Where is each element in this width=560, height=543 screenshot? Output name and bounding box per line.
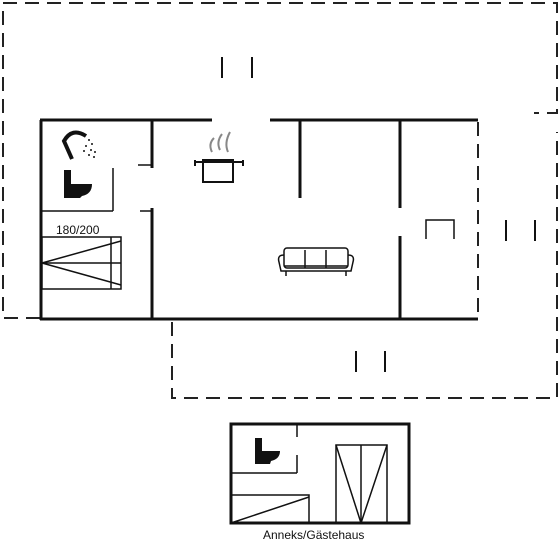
toilet-icon [64, 170, 92, 198]
table-icon [425, 219, 455, 239]
annex-bed-icon [230, 494, 310, 524]
annex-toilet-icon [255, 438, 280, 464]
annex-label: Anneks/Gästehaus [263, 528, 365, 542]
terrace-south-outline [171, 132, 558, 399]
annex-walls [229, 422, 411, 525]
cooking-pot-icon [194, 131, 244, 183]
interior-partitions [41, 164, 152, 212]
main-house-walls [39, 118, 478, 321]
bed-icon [41, 236, 122, 290]
shower-icon [61, 130, 96, 160]
bed-size-label: 180/200 [56, 223, 100, 237]
wardrobe-icon [335, 444, 388, 524]
door-openings [221, 57, 536, 372]
sofa-icon [277, 247, 355, 276]
terrace-outline [2, 2, 558, 399]
terrace-north-outline [2, 2, 558, 319]
